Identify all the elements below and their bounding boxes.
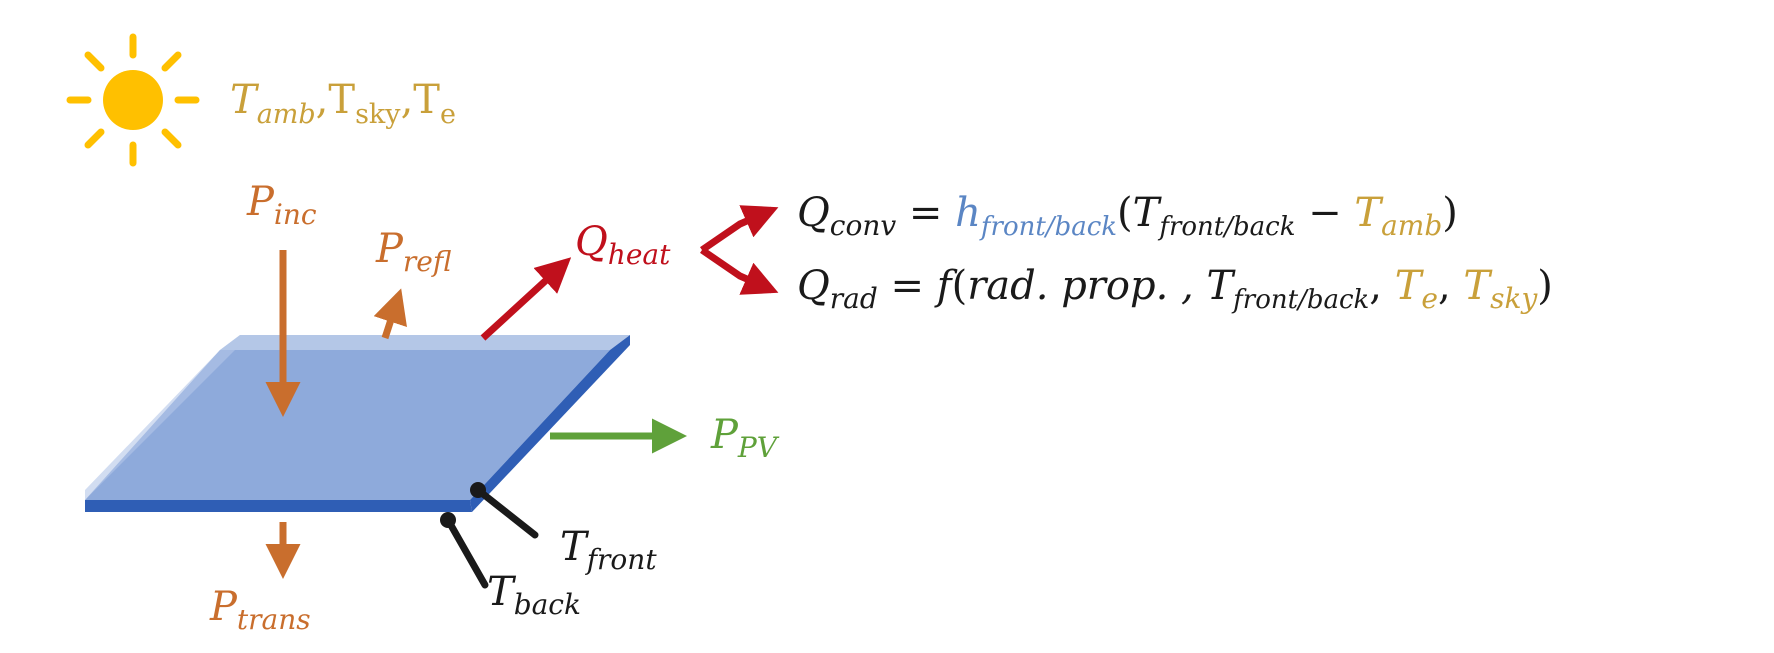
q-rad-branch-arrow [700,247,779,295]
q-conv-branch-arrow [700,205,779,253]
t-front-label: Tfront [560,524,657,576]
t-e-sub: e [440,99,456,130]
q-heat-label: Qheat [575,219,671,271]
p-inc-label: Pinc [246,179,317,231]
p-trans-label: Ptrans [209,584,311,636]
t-back-label: Tback [487,569,581,621]
q-conv-equation: Qconv = hfront/back(Tfront/back − Tamb) [797,190,1458,242]
t-sky-base: T [328,77,355,123]
p-refl-arrow [373,288,407,340]
q-heat-arrow [480,257,572,341]
pv-panel [85,335,630,512]
q-rad-equation: Qrad = f(rad. prop. , Tfront/back, Te, T… [797,263,1553,315]
t-sky-sub: sky [355,99,401,130]
ambient-sep-1: , [316,77,329,123]
t-back-probe [440,512,489,589]
p-pv-label: PPV [710,412,780,464]
sun-icon [66,33,200,167]
ambient-sep-2: , [401,77,414,123]
t-amb-base: T [230,77,260,123]
t-amb-sub: amb [257,99,316,130]
t-e-base: T [413,77,440,123]
t-front-probe [470,482,539,539]
ambient-temperatures: Tamb,Tsky,Te [230,77,456,130]
p-refl-label: Prefl [375,226,452,278]
